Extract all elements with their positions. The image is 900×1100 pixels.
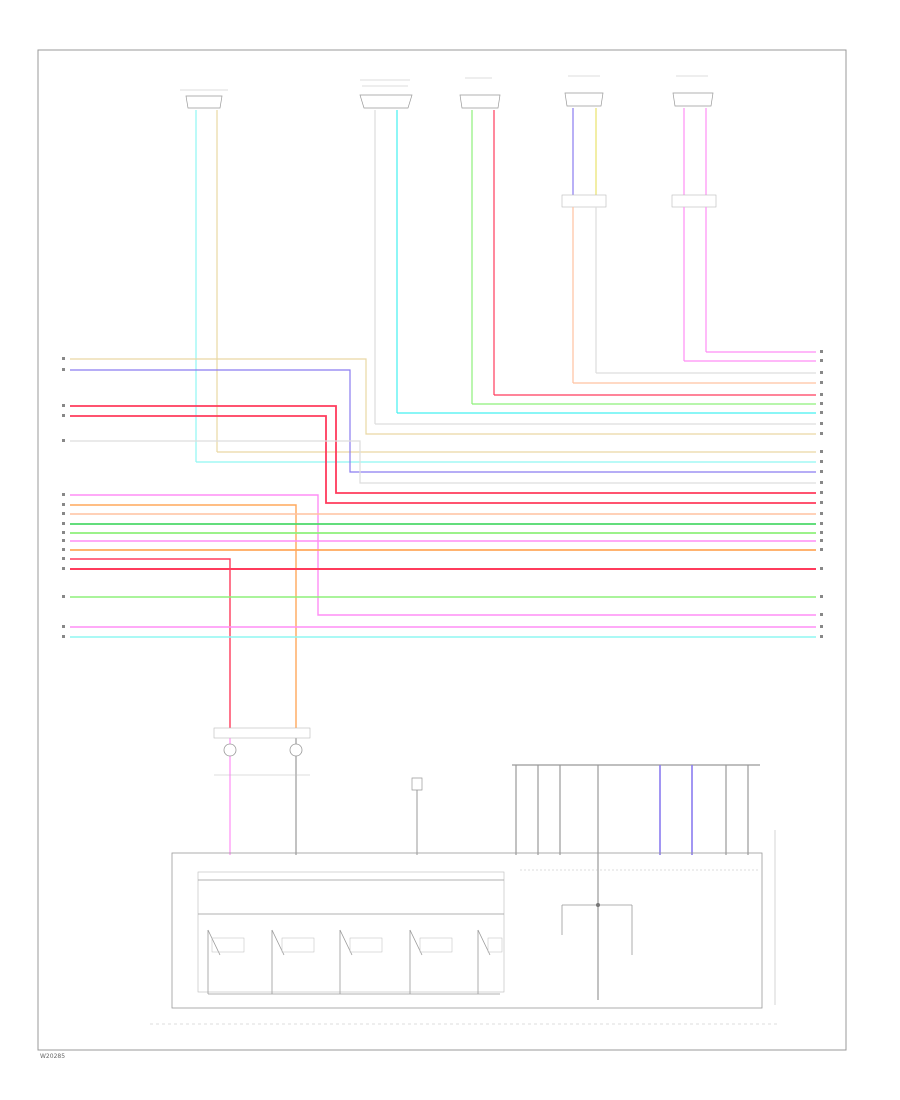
wire-group-speaker-1 [195,110,816,463]
diagram-frame [37,49,847,1051]
component-speaker-4 [564,75,604,107]
left-row-markers [62,357,65,638]
footer-code: W20285 [40,1053,65,1060]
harness-upper [70,358,816,504]
audio-unit-module [171,852,763,1009]
ground-symbol [411,777,423,855]
wire-group-speaker-3 [471,110,816,405]
component-speaker-3 [459,77,501,109]
component-speaker-1 [180,89,228,109]
wire-group-speaker-5 [671,108,816,362]
right-row-markers [820,350,823,638]
harness-lower [70,494,816,730]
wire-group-speaker-4 [561,108,816,384]
component-speaker-2 [359,79,413,109]
component-speaker-5 [672,75,714,107]
wire-group-speaker-2 [374,110,816,425]
ground-connectors [213,727,311,855]
connector-bus [512,764,776,1005]
